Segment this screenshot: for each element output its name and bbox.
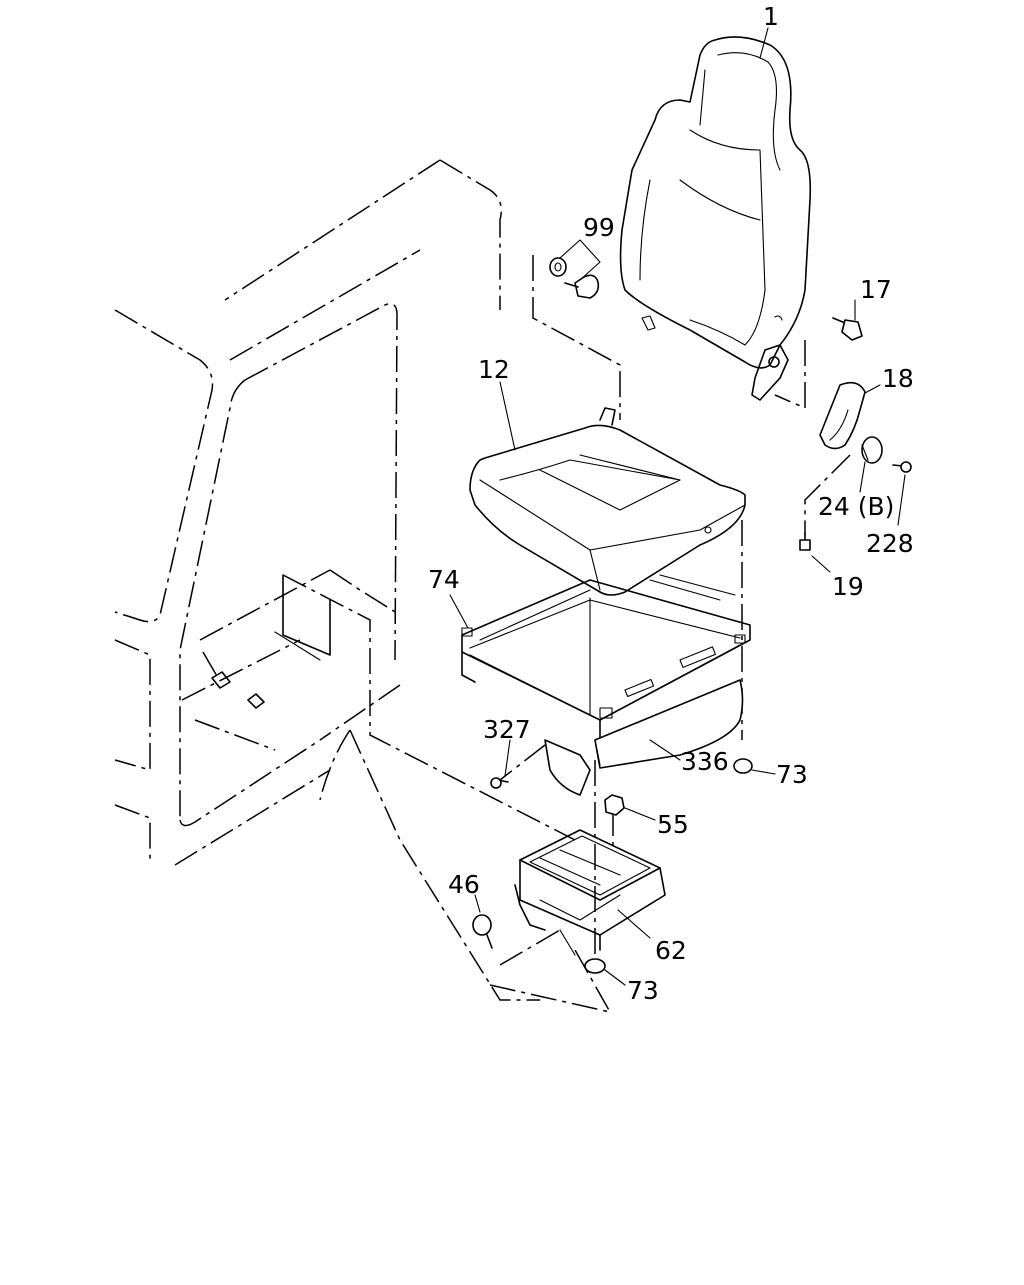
callout-228: 228 (866, 529, 914, 558)
nut-73-upper (733, 758, 753, 774)
seat-cushion (469, 407, 746, 596)
callout-55: 55 (657, 810, 689, 839)
bolt-46 (472, 914, 493, 949)
callout-327: 327 (483, 715, 531, 744)
callout-12: 12 (478, 355, 510, 384)
bolt-17 (832, 317, 863, 341)
callout-73-lower: 73 (627, 976, 659, 1005)
cab-outline (114, 159, 502, 866)
callout-74: 74 (428, 565, 460, 594)
callout-336: 336 (681, 747, 729, 776)
callout-leaders (449, 27, 906, 986)
callout-24-b: 24 (B) (818, 492, 894, 521)
slide-frame (461, 574, 751, 746)
seat-pan-336 (594, 679, 744, 769)
callout-labels: 1 99 17 18 12 24 (B) 228 19 74 327 336 7… (428, 2, 914, 1005)
screw-19 (799, 532, 811, 551)
callout-46: 46 (448, 870, 480, 899)
seat-back (619, 36, 812, 401)
callout-17: 17 (860, 275, 892, 304)
leader-lines (282, 255, 851, 1014)
seat-base (514, 829, 666, 956)
nut-55 (604, 794, 625, 816)
nut-73-lower (584, 958, 606, 974)
callout-62: 62 (655, 936, 687, 965)
callout-19: 19 (832, 572, 864, 601)
callout-99: 99 (583, 213, 615, 242)
callout-18: 18 (882, 364, 914, 393)
screw-228 (892, 461, 912, 473)
bracket-327 (490, 739, 591, 796)
cover-18 (819, 381, 866, 450)
knob-24 (861, 436, 883, 464)
callout-73-upper: 73 (776, 760, 808, 789)
callout-1: 1 (763, 2, 779, 31)
knob-99 (549, 239, 601, 299)
